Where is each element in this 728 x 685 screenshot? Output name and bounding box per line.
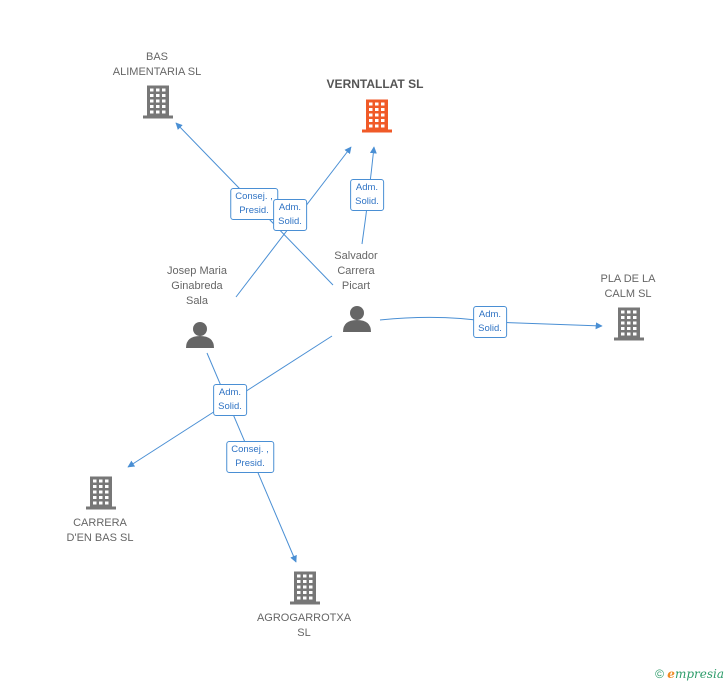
footer-brand[interactable]: © empresia (655, 667, 724, 681)
node-label-josep[interactable]: Josep Maria Ginabreda Sala (167, 265, 227, 307)
building-icon-verntallat (362, 99, 392, 133)
edge-label-josep-verntallat[interactable]: Adm. Solid. (273, 199, 307, 231)
node-label-agro[interactable]: AGROGARROTXA SL (256, 612, 352, 639)
node-label-carrera[interactable]: CARRERA D'EN BAS SL (66, 517, 134, 544)
node-label-verntallat[interactable]: VERNTALLAT SL (326, 77, 424, 91)
node-label-salvador[interactable]: Salvador Carrera Picart (334, 250, 378, 292)
building-icon-bas (143, 85, 173, 119)
person-icon-josep (186, 322, 214, 348)
person-icon-salvador (343, 306, 371, 332)
brand-logo: empresia (667, 667, 724, 681)
edge-label-salvador-verntallat[interactable]: Adm. Solid. (350, 179, 384, 211)
building-icon-agro (290, 571, 320, 605)
edge-label-josep-agro[interactable]: Consej. , Presid. (226, 441, 274, 473)
building-icon-carrera (86, 476, 116, 510)
edge-label-salvador-carrera[interactable]: Adm. Solid. (213, 384, 247, 416)
copyright-symbol: © (655, 667, 664, 681)
node-label-bas[interactable]: BAS ALIMENTARIA SL (112, 51, 202, 78)
building-icon-pla (614, 307, 644, 341)
edge-label-salvador-bas[interactable]: Consej. , Presid. (230, 188, 278, 220)
node-label-pla[interactable]: PLA DE LA CALM SL (600, 273, 656, 300)
edge-label-salvador-pla[interactable]: Adm. Solid. (473, 306, 507, 338)
